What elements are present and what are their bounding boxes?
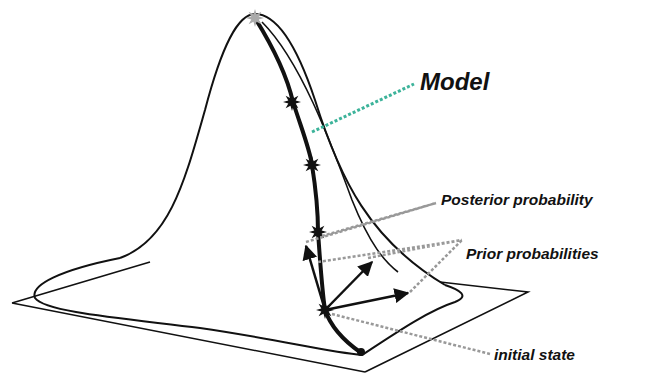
leader-line	[332, 314, 490, 354]
callout-label: initial state	[494, 347, 575, 363]
model-label: Model	[420, 70, 489, 94]
state-star	[303, 156, 321, 174]
transition-arrow	[306, 246, 325, 310]
leader-line	[318, 240, 462, 292]
state-star	[283, 93, 301, 111]
path-end-dot	[357, 348, 365, 356]
leader-line	[306, 203, 436, 242]
state-star	[316, 301, 334, 319]
callout-label: Posterior probability	[441, 192, 593, 208]
surface-footprint	[34, 258, 462, 355]
bell-outline	[120, 14, 445, 285]
base-plane	[12, 262, 528, 372]
model-path	[255, 18, 360, 352]
callout-label: Prior probabilities	[466, 246, 599, 262]
goal-star	[246, 9, 264, 27]
transition-arrow	[325, 293, 408, 310]
leader-line	[312, 84, 414, 132]
